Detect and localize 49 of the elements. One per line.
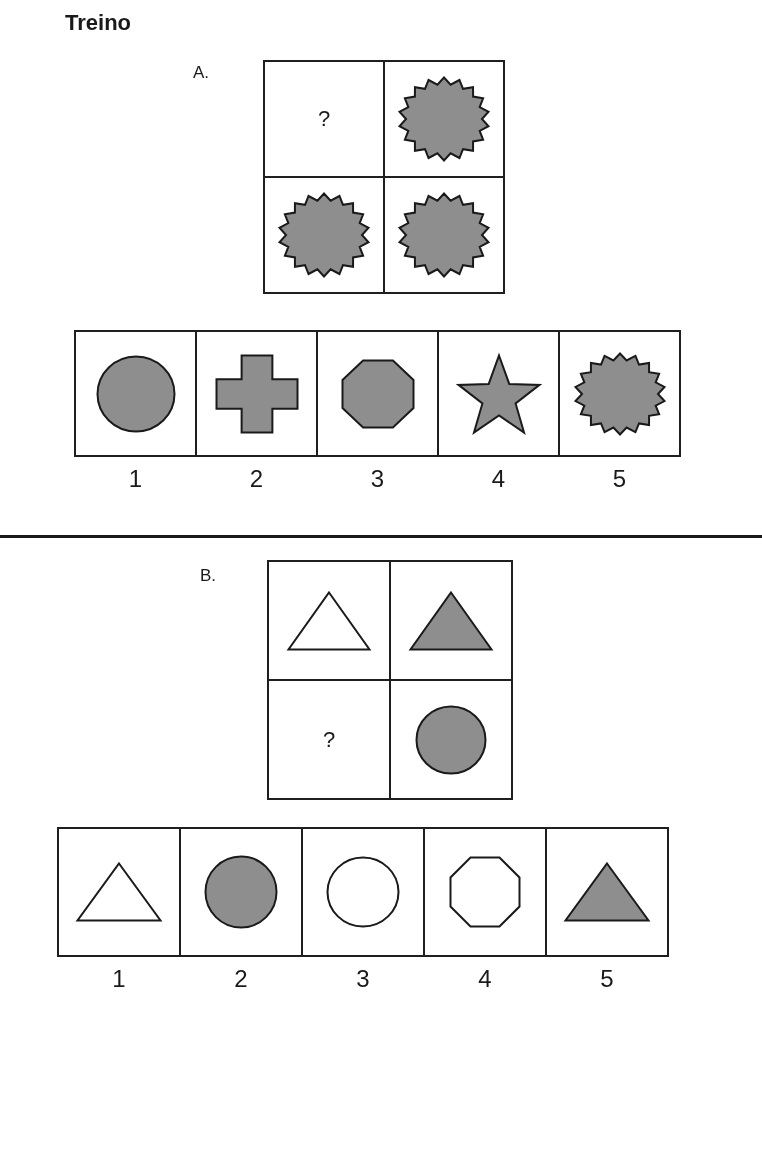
circle-icon [204,855,278,929]
octagon-icon [449,856,521,928]
matrix-cell [389,560,513,681]
triangle-icon [287,590,371,651]
option-number: 1 [112,966,126,992]
option-number: 2 [234,966,248,992]
option-box [57,827,181,957]
starburst-icon [278,192,370,278]
starburst-icon [398,192,490,278]
octagon-icon [340,358,415,429]
option-box [301,827,425,957]
matrix-cell [263,176,385,294]
section-label: B. [200,566,217,586]
option-number: 4 [478,966,492,992]
triangle-icon [76,862,162,922]
option-box [74,330,197,457]
starburst-icon [398,76,490,162]
option-number: 4 [491,466,506,492]
matrix-cell [389,679,513,800]
section-label: A. [193,63,210,83]
option-box [545,827,669,957]
option-number: 2 [249,466,264,492]
option-number: 3 [356,966,370,992]
triangle-icon [564,862,650,922]
page-title: Treino [65,10,131,36]
matrix-cell [383,176,505,294]
circle-icon [326,856,400,928]
option-number: 5 [612,466,627,492]
star-icon [456,353,541,434]
option-box [558,330,681,457]
option-number: 5 [600,966,614,992]
option-box [195,330,318,457]
option-box [179,827,303,957]
question-mark: ? [322,727,336,752]
matrix-cell [263,60,385,178]
matrix-cell [267,679,391,800]
triangle-icon [409,590,493,651]
matrix-cell [267,560,391,681]
starburst-icon [573,351,666,436]
circle-icon [95,354,176,433]
matrix-cell [383,60,505,178]
cross-icon [214,353,299,434]
option-box [437,330,560,457]
option-box [423,827,547,957]
circle-icon [415,704,487,775]
option-box [316,330,439,457]
option-number: 1 [128,466,143,492]
option-number: 3 [370,466,385,492]
question-mark: ? [317,107,331,131]
